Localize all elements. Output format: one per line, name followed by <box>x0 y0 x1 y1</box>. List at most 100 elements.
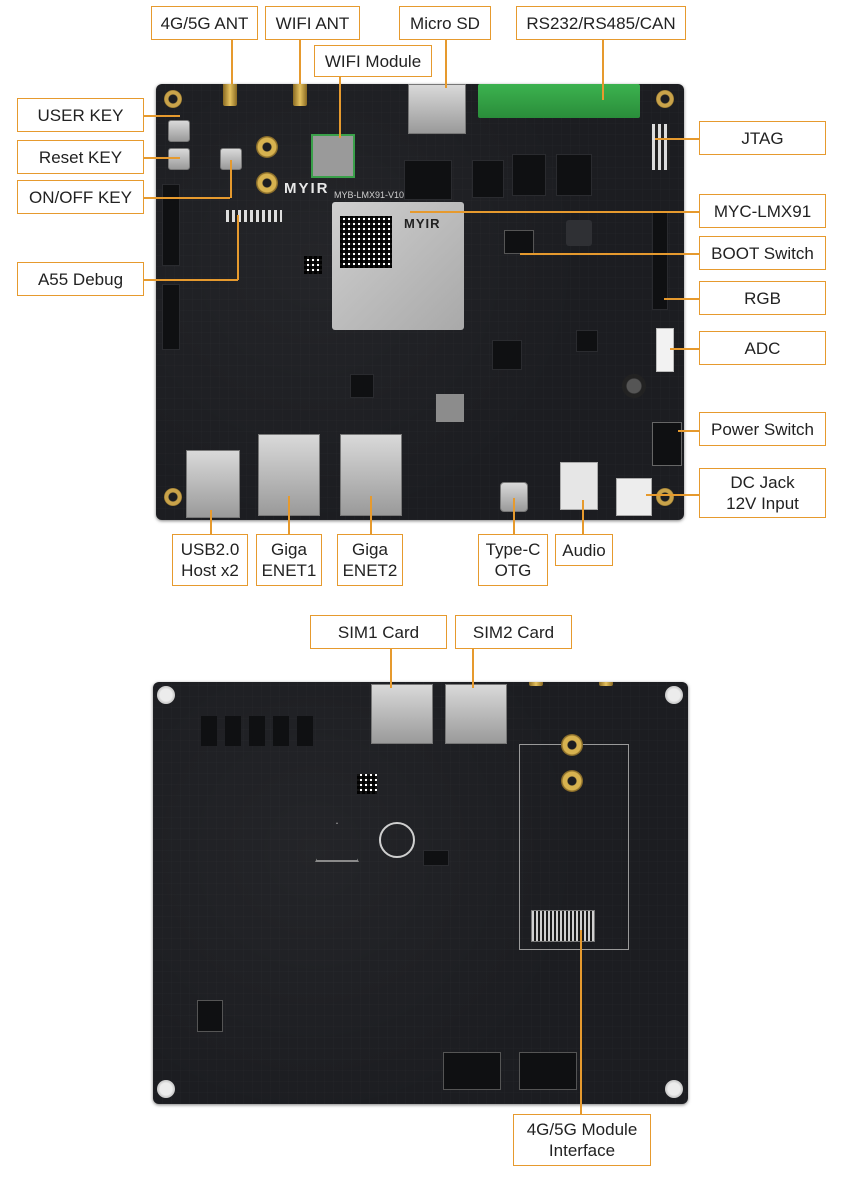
label-rgb: RGB <box>699 281 826 315</box>
callout-line <box>655 138 699 140</box>
label-dc-jack: DC Jack 12V Input <box>699 468 826 518</box>
callout-line <box>445 40 447 88</box>
callout-line <box>582 500 584 534</box>
callout-line <box>144 115 180 117</box>
board-bottom-side <box>153 682 688 1104</box>
mounting-hole <box>157 686 175 704</box>
callout-line <box>210 510 212 534</box>
label-boot-switch: BOOT Switch <box>699 236 826 270</box>
ffc-connector <box>162 284 180 350</box>
antenna-connector <box>599 682 613 686</box>
ic <box>404 160 452 200</box>
label-module-interface: 4G/5G Module Interface <box>513 1114 651 1166</box>
label-a55-debug: A55 Debug <box>17 262 144 296</box>
connector-bottom <box>519 1052 577 1090</box>
callout-line <box>299 40 301 84</box>
label-user-key: USER KEY <box>17 98 144 132</box>
label-sim2: SIM2 Card <box>455 615 572 649</box>
board-silkscreen: MYB-LMX91-V10 <box>334 190 405 200</box>
label-reset-key: Reset KEY <box>17 140 144 174</box>
som-qr-code <box>340 216 392 268</box>
label-onoff-key: ON/OFF KEY <box>17 180 144 214</box>
label-usb: USB2.0 Host x2 <box>172 534 248 586</box>
callout-line <box>288 496 290 534</box>
mounting-hole <box>164 488 182 506</box>
micro-sd-slot <box>408 84 466 134</box>
callout-line <box>513 498 515 534</box>
board-qr-code <box>304 256 322 274</box>
sim2-card-slot <box>445 684 507 744</box>
wifi-module <box>311 134 355 178</box>
mounting-hole <box>665 1080 683 1098</box>
a55-debug-header <box>226 210 282 222</box>
switch-bottom <box>197 1000 223 1032</box>
mounting-hole <box>665 686 683 704</box>
callout-line <box>602 40 604 100</box>
callout-line <box>144 157 180 159</box>
ethernet-jack-2 <box>340 434 402 516</box>
mounting-hole <box>656 90 674 108</box>
jtag-header <box>652 124 670 170</box>
label-typec: Type-C OTG <box>478 534 548 586</box>
serial-terminal-block <box>478 84 640 118</box>
callout-line <box>231 40 233 84</box>
capacitor <box>622 374 646 398</box>
callout-line <box>144 197 230 199</box>
mounting-hole <box>656 488 674 506</box>
callout-line <box>472 648 474 688</box>
ic <box>512 154 546 196</box>
callout-line <box>678 430 700 432</box>
pb-free-symbol <box>379 822 415 858</box>
callout-line <box>390 648 392 688</box>
audio-jack <box>560 462 598 510</box>
gold-pad <box>256 136 278 158</box>
boot-switch <box>504 230 534 254</box>
label-micro-sd: Micro SD <box>399 6 491 40</box>
callout-line <box>339 76 341 138</box>
ic <box>472 160 504 198</box>
dc-jack <box>616 478 652 516</box>
ic <box>576 330 598 352</box>
callout-line <box>580 930 582 1114</box>
label-audio: Audio <box>555 534 613 566</box>
label-enet1: Giga ENET1 <box>256 534 322 586</box>
label-adc: ADC <box>699 331 826 365</box>
label-jtag: JTAG <box>699 121 826 155</box>
label-sim1: SIM1 Card <box>310 615 447 649</box>
label-serial: RS232/RS485/CAN <box>516 6 686 40</box>
brand-logo: MYIR <box>284 180 330 197</box>
callout-line <box>230 160 232 198</box>
callout-line <box>520 253 700 255</box>
gold-pad <box>561 734 583 756</box>
gold-pad <box>561 770 583 792</box>
ic <box>350 374 374 398</box>
callout-line <box>646 494 700 496</box>
rgb-connector <box>652 212 668 310</box>
callout-line <box>370 496 372 534</box>
callout-line <box>237 215 239 280</box>
gold-pad <box>256 172 278 194</box>
adc-connector <box>656 328 674 372</box>
som-logo: MYIR <box>404 216 441 231</box>
label-wifi-module: WIFI Module <box>314 45 432 77</box>
ic <box>492 340 522 370</box>
label-power-switch: Power Switch <box>699 412 826 446</box>
label-wifi-ant: WIFI ANT <box>265 6 360 40</box>
antenna-connector <box>529 682 543 686</box>
label-enet2: Giga ENET2 <box>337 534 403 586</box>
usb-connector <box>186 450 240 518</box>
callout-line <box>410 211 700 213</box>
pcb-texture <box>153 682 688 1104</box>
label-som: MYC-LMX91 <box>699 194 826 228</box>
mounting-hole <box>157 1080 175 1098</box>
callout-line <box>670 348 700 350</box>
user-key-button <box>168 120 190 142</box>
inductor <box>566 220 592 246</box>
ffc-connector <box>162 184 180 266</box>
ic <box>556 154 592 196</box>
connector-bottom <box>443 1052 501 1090</box>
wifi-antenna-connector <box>293 84 307 106</box>
ic <box>423 850 449 866</box>
label-4g5g-ant: 4G/5G ANT <box>151 6 258 40</box>
ic-row <box>201 716 321 746</box>
